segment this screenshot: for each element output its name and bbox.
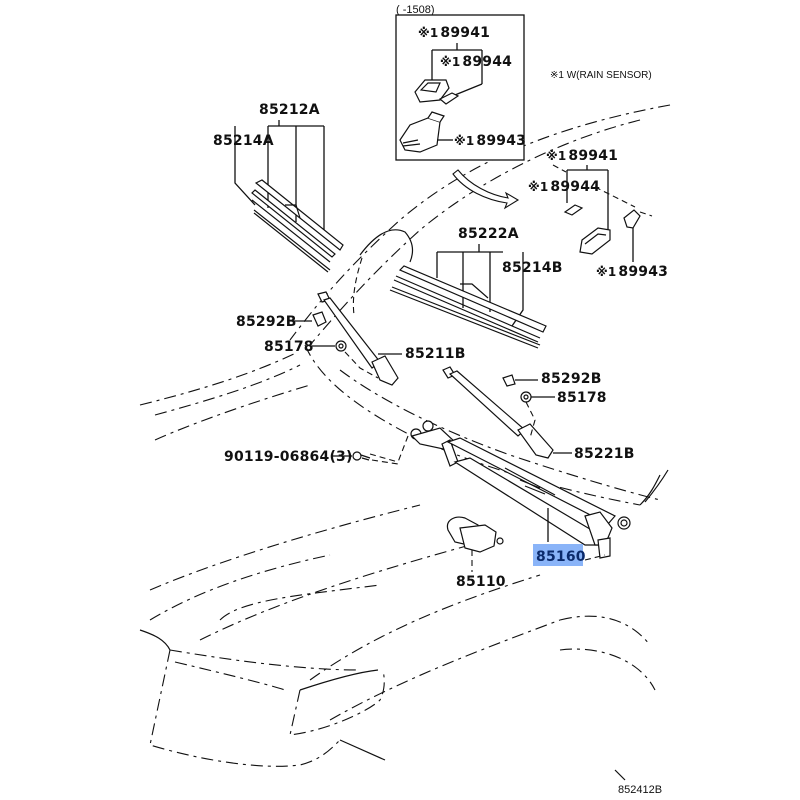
gel-sheet-icon <box>563 204 584 216</box>
part-85292B-right[interactable]: 85292B <box>541 371 602 387</box>
part-number: 89941 <box>440 25 490 41</box>
arm-cap-icon <box>312 311 327 327</box>
part-85292B-left[interactable]: 85292B <box>236 314 297 330</box>
part-90119-06864[interactable]: 90119-06864(3) <box>224 449 353 465</box>
part-number: 89941 <box>568 148 618 164</box>
part-number: 89943 <box>476 133 526 149</box>
arm-cap-icon <box>502 374 516 387</box>
wiper-blade-right: 85222A 85214B <box>389 226 563 349</box>
arrow-icon <box>452 169 520 210</box>
part-number: 90119-06864 <box>224 449 329 465</box>
illustration-code: 852412B <box>618 784 662 796</box>
rain-sensor-module-icon <box>579 227 611 255</box>
bolt-group: 90119-06864(3) <box>224 449 399 465</box>
rain-sensor-mark: ※1 <box>454 134 474 148</box>
rain-sensor-mark: ※1 <box>528 180 548 194</box>
sensor-cover-icon <box>399 111 445 153</box>
rain-sensor-note: ※1 W(RAIN SENSOR) <box>550 70 652 81</box>
rain-sensor-mark: ※1 <box>546 149 566 163</box>
part-85211B[interactable]: 85211B <box>405 346 466 362</box>
part-85212A[interactable]: 85212A <box>259 102 320 118</box>
rain-sensor-mark: ※1 <box>596 265 616 279</box>
part-85178-right[interactable]: 85178 <box>557 390 607 406</box>
rain-sensor-mark: ※1 <box>440 55 460 69</box>
nut-icon <box>520 391 532 403</box>
quantity: (3) <box>329 449 352 465</box>
sensor-cover-icon <box>623 209 641 229</box>
rain-sensor-mark: ※1 <box>418 26 438 40</box>
part-85110[interactable]: 85110 <box>456 574 506 590</box>
vehicle-outline <box>139 104 671 781</box>
part-85214A[interactable]: 85214A <box>213 133 274 149</box>
wiper-motor: 85110 <box>446 516 506 590</box>
wiper-link-assembly: 85160 <box>369 420 631 566</box>
part-85178-left[interactable]: 85178 <box>264 339 314 355</box>
nut-icon <box>335 340 347 352</box>
part-number: 89943 <box>618 264 668 280</box>
part-number: 89944 <box>550 179 600 195</box>
part-85221B[interactable]: 85221B <box>574 446 635 462</box>
selected-part-highlight <box>533 544 583 566</box>
part-85222A[interactable]: 85222A <box>458 226 519 242</box>
inset-date-range: ( -1508) <box>396 4 435 16</box>
part-number: 89944 <box>462 54 512 70</box>
rain-sensor-module-icon <box>414 79 460 105</box>
bolt-icon <box>352 451 371 461</box>
wiper-arm-right: 85292B 85178 85221B <box>442 366 635 462</box>
part-85160[interactable]: 85160 <box>536 549 586 565</box>
part-85214B[interactable]: 85214B <box>502 260 563 276</box>
wiper-arm-left: 85292B 85178 85211B <box>236 291 466 386</box>
wiper-blade-left: 85212A 85214A <box>213 102 344 273</box>
